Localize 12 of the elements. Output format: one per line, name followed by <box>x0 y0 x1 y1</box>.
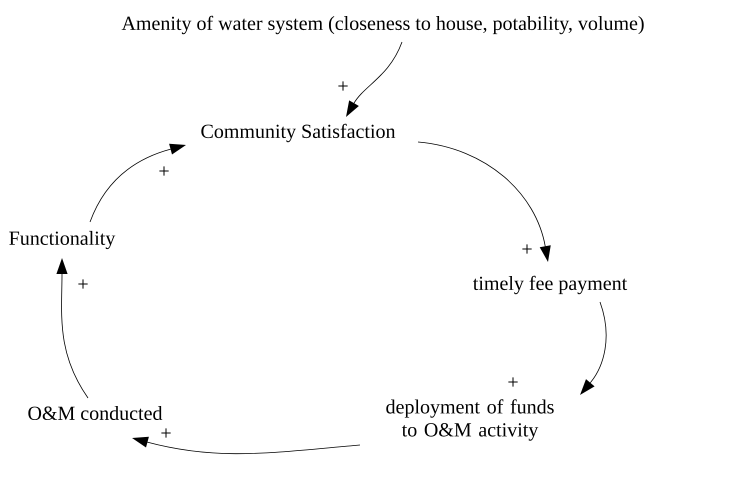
label-text: Functionality <box>9 230 116 250</box>
label-text: O&M conducted <box>28 406 162 420</box>
label-text: deployment of funds to O&M activity <box>386 399 554 441</box>
label-text: Community Satisfaction <box>201 124 396 142</box>
edge-label: + <box>508 377 518 387</box>
edge-label: + <box>522 244 532 254</box>
label-text: Amenity of water system (closeness to house, potability, volume) <box>122 16 644 34</box>
edge-label: + <box>78 279 88 289</box>
edge-label: + <box>159 166 169 176</box>
edge-label: + <box>338 81 348 91</box>
label-text: timely fee payment <box>473 276 628 294</box>
edge-label: + <box>161 428 171 438</box>
